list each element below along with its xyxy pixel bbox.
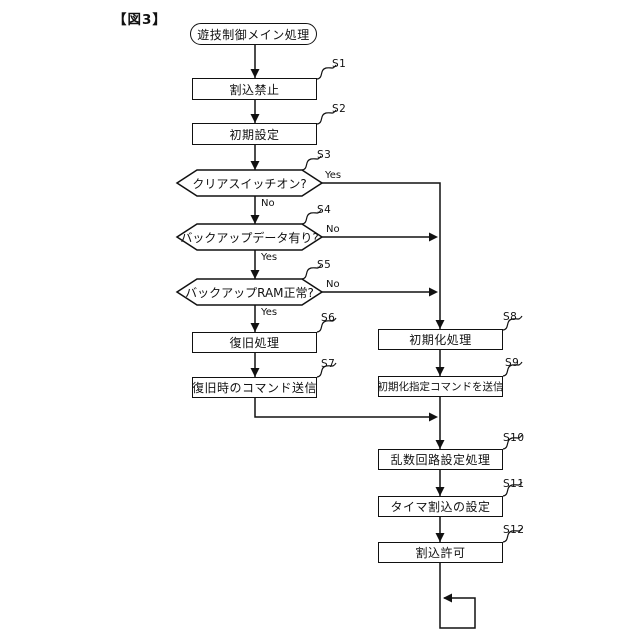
- process-s2-label: 初期設定: [229, 127, 280, 142]
- edge-main-loop: [439, 563, 476, 629]
- edge-s3-yes: [322, 182, 441, 329]
- edge-s7-join: [254, 398, 436, 418]
- arrowhead-down-icon: [435, 367, 445, 376]
- process-s11: タイマ割込の設定: [378, 496, 503, 517]
- process-s2: 初期設定: [192, 123, 317, 145]
- branch-label-s3-no: No: [261, 198, 275, 209]
- arrowhead-down-icon: [250, 323, 260, 332]
- decision-s3: クリアスイッチオン?: [177, 170, 322, 196]
- process-s6: 復旧処理: [192, 332, 317, 353]
- step-label-s8: S8: [503, 311, 518, 323]
- process-s6-label: 復旧処理: [229, 336, 280, 350]
- process-s9: 初期化指定コマンドを送信: [377, 376, 504, 397]
- arrowhead-down-icon: [250, 215, 260, 224]
- branch-label-s5-yes: Yes: [261, 307, 278, 318]
- branch-label-s3-yes: Yes: [325, 170, 342, 181]
- leader-s2: [316, 109, 337, 125]
- step-label-s12: S12: [503, 524, 525, 536]
- leader-s7: [316, 362, 337, 378]
- decision-s4-label: バックアップデータ有り?: [180, 230, 319, 245]
- arrowhead-right-icon: [429, 412, 438, 422]
- branch-label-s4-no: No: [326, 224, 340, 235]
- step-label-s11: S11: [503, 478, 525, 490]
- branch-label-s4-yes: Yes: [261, 252, 278, 263]
- decision-s5-label: バックアップRAM正常?: [185, 285, 314, 300]
- arrowhead-down-icon: [435, 440, 445, 449]
- arrowhead-down-icon: [250, 161, 260, 170]
- leader-s10: [502, 434, 523, 450]
- process-s10-label: 乱数回路設定処理: [390, 453, 491, 467]
- step-label-s10: S10: [503, 432, 525, 444]
- branch-label-s5-no: No: [326, 279, 340, 290]
- leader-s9: [502, 361, 523, 377]
- terminal-start: 遊技制御メイン処理: [190, 23, 317, 45]
- step-leader-lines: [301, 64, 523, 543]
- decision-s5: バックアップRAM正常?: [177, 279, 322, 305]
- step-label-s4: S4: [317, 204, 332, 216]
- step-label-s7: S7: [321, 358, 336, 370]
- arrowhead-down-icon: [435, 487, 445, 496]
- arrowhead-down-icon: [435, 320, 445, 329]
- leader-s3: [301, 155, 322, 171]
- arrowhead-right-icon: [429, 287, 438, 297]
- leader-s11: [502, 481, 523, 497]
- process-s7: 復旧時のコマンド送信: [192, 377, 317, 398]
- step-label-s9: S9: [505, 357, 520, 369]
- arrowhead-down-icon: [250, 114, 260, 123]
- leader-s12: [502, 527, 523, 543]
- terminal-start-label: 遊技制御メイン処理: [197, 27, 310, 42]
- step-label-s3: S3: [317, 149, 332, 161]
- arrowhead-right-icon: [429, 232, 438, 242]
- arrowhead-down-icon: [435, 533, 445, 542]
- process-s8: 初期化処理: [378, 329, 503, 350]
- arrowhead-down-icon: [250, 69, 260, 78]
- figure-title: 【図3】: [113, 12, 167, 28]
- arrowhead-left-icon: [443, 593, 452, 603]
- process-s1: 割込禁止: [192, 78, 317, 100]
- process-s9-label: 初期化指定コマンドを送信: [377, 381, 504, 393]
- leader-s1: [316, 64, 337, 80]
- process-s11-label: タイマ割込の設定: [390, 500, 491, 514]
- leader-s8: [502, 315, 523, 331]
- process-s8-label: 初期化処理: [409, 333, 472, 347]
- process-s7-label: 復旧時のコマンド送信: [192, 381, 318, 395]
- process-s10: 乱数回路設定処理: [378, 449, 503, 470]
- leader-s6: [316, 317, 337, 333]
- process-s1-label: 割込禁止: [229, 82, 280, 97]
- process-s12-label: 割込許可: [415, 546, 466, 560]
- step-label-s6: S6: [321, 312, 336, 324]
- step-label-s2: S2: [332, 103, 347, 115]
- decision-s3-label: クリアスイッチオン?: [192, 176, 307, 191]
- leader-s4: [301, 209, 322, 225]
- step-label-s5: S5: [317, 259, 332, 271]
- arrowhead-down-icon: [250, 270, 260, 279]
- process-s12: 割込許可: [378, 542, 503, 563]
- decision-s4: バックアップデータ有り?: [177, 224, 322, 250]
- arrowhead-down-icon: [250, 368, 260, 377]
- arrowheads: [250, 69, 452, 603]
- step-label-s1: S1: [332, 58, 347, 70]
- leader-s5: [301, 264, 322, 280]
